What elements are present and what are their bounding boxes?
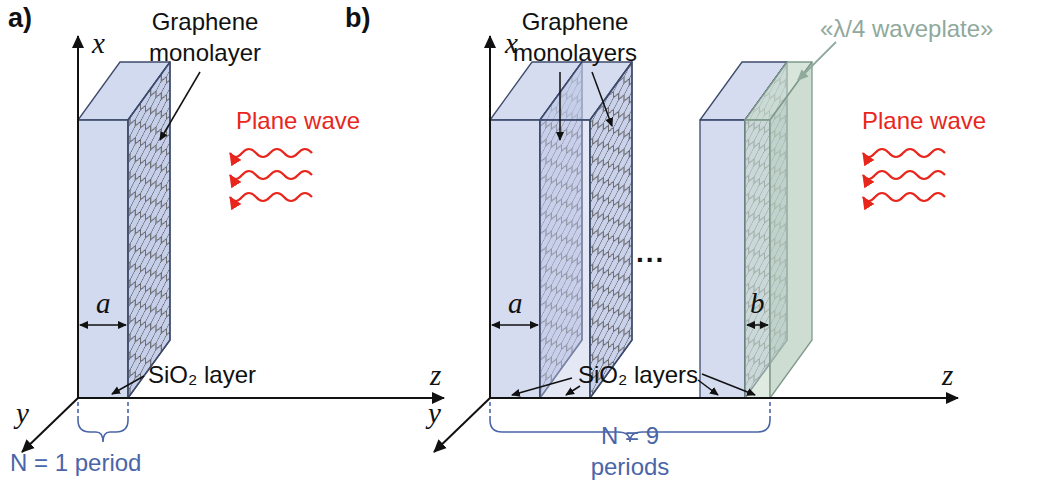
- axis-label: y: [16, 398, 29, 428]
- axis-label: y: [428, 398, 441, 428]
- panel-letter: b): [345, 4, 370, 33]
- dimension-label: a: [508, 288, 523, 318]
- slab: [540, 62, 632, 398]
- panel-letter: a): [8, 4, 32, 33]
- wave-label: Plane wave: [862, 106, 986, 135]
- dimension-label: b: [750, 288, 765, 318]
- dimension-arrow: [492, 324, 538, 326]
- part-label: Graphene monolayer: [125, 6, 285, 68]
- period-bracket: [78, 402, 128, 442]
- axis-label: x: [92, 28, 105, 58]
- part-label: SiO₂ layer: [148, 360, 256, 389]
- part-label: «λ/4 waveplate»: [820, 14, 993, 43]
- dimension-label: a: [96, 288, 111, 318]
- dimension-arrow: [80, 324, 126, 326]
- wave-label: Plane wave: [236, 106, 360, 135]
- axis-label: x: [505, 28, 518, 58]
- dimension-arrow: [747, 324, 768, 326]
- leader-line: [160, 72, 200, 140]
- axes: [434, 36, 958, 452]
- axes: [22, 36, 444, 452]
- waveplate: [745, 62, 812, 398]
- period-label: N = 1 period: [10, 448, 141, 477]
- leader-line: [592, 72, 612, 126]
- leader-line: [559, 72, 561, 140]
- axis-label: z: [942, 360, 953, 390]
- plane-wave: [863, 149, 945, 201]
- leader-line: [798, 42, 836, 80]
- leader-line: [112, 376, 144, 394]
- part-label: SiO₂ layers: [578, 360, 698, 389]
- plane-wave: [230, 149, 312, 201]
- period-label: N = 9 periods: [560, 420, 700, 482]
- ellipsis: ...: [636, 238, 665, 267]
- slab: [78, 62, 170, 398]
- axis-label: z: [430, 360, 441, 390]
